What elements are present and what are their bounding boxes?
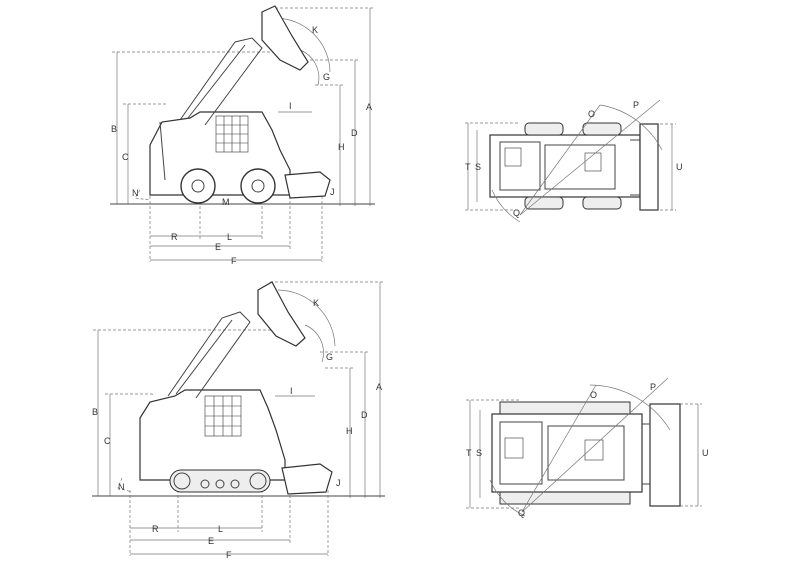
dim-label-D-2: D [361, 410, 368, 420]
dim-label-G: G [323, 72, 330, 82]
dim-label-O-top: O [588, 109, 595, 119]
dim-label-T-top: T [465, 162, 471, 172]
dim-label-C: C [122, 152, 129, 162]
dim-label-R-2: R [152, 524, 159, 534]
dim-label-I: I [289, 101, 292, 111]
cab-window-grid [215, 115, 249, 153]
dim-label-L: L [227, 232, 232, 242]
bucket-top-2 [649, 403, 681, 507]
dim-label-N-2: N [118, 482, 125, 492]
dim-label-P-top: P [633, 100, 639, 110]
dim-label-K-2: K [313, 298, 319, 308]
dim-label-U-top: U [676, 162, 683, 172]
tracked-loader-top-view: T S U O P Q [466, 377, 709, 518]
dim-label-S-top: S [475, 162, 481, 172]
dim-label-P-bottom: P [650, 382, 656, 392]
dim-label-M: M [222, 197, 230, 207]
dim-label-B-2: B [92, 407, 98, 417]
rear-wheel [240, 168, 276, 204]
dim-label-U-bottom: U [702, 448, 709, 458]
dim-label-N: N [132, 188, 139, 198]
front-wheel [180, 168, 216, 204]
dim-label-A-2: A [376, 382, 382, 392]
dim-label-E: E [215, 242, 221, 252]
tracked-loader-side-view: B C N A D H J K G I R L E F [92, 281, 385, 560]
dim-label-H-2: H [346, 426, 353, 436]
dim-label-H: H [338, 142, 345, 152]
wheeled-loader-side-view: B C N A D H J K G I M R L E F [110, 5, 375, 266]
dim-label-E-2: E [208, 536, 214, 546]
dim-label-T-bottom: T [466, 448, 472, 458]
wheeled-loader-top-view: T S U O P Q [465, 99, 683, 223]
dim-label-O-bottom: O [590, 390, 597, 400]
dim-label-F-2: F [226, 550, 232, 560]
dim-label-K: K [312, 25, 318, 35]
dim-label-J: J [330, 187, 335, 197]
dim-label-Q-top: Q [513, 208, 520, 218]
dim-label-C-2: C [104, 436, 111, 446]
dim-label-S-bottom: S [476, 448, 482, 458]
bucket-top [639, 123, 659, 211]
dim-label-F: F [231, 256, 237, 266]
dim-label-I-2: I [290, 386, 293, 396]
cab-window-grid-2 [204, 395, 242, 437]
dim-label-Q-bottom: Q [518, 508, 525, 518]
dim-label-D: D [351, 128, 358, 138]
dim-label-L-2: L [218, 524, 223, 534]
dim-label-B: B [111, 124, 117, 134]
dim-label-R: R [171, 232, 178, 242]
dim-label-J-2: J [336, 478, 341, 488]
track [169, 469, 271, 493]
dim-label-G-2: G [326, 352, 333, 362]
dim-label-A: A [366, 102, 372, 112]
